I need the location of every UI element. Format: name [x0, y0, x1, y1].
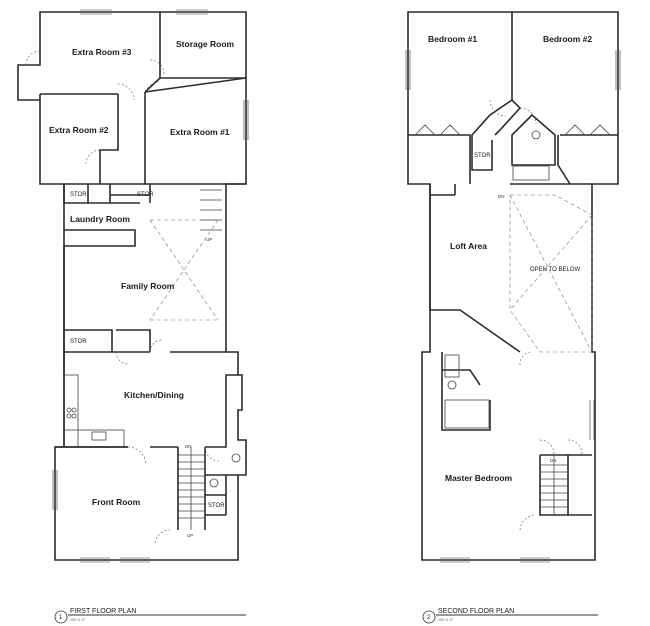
stor-label: STOR	[70, 339, 87, 345]
first-floor-outer-walls	[17, 11, 247, 561]
extra-room-3-label: Extra Room #3	[72, 47, 132, 57]
stor-label: STOR	[208, 503, 225, 509]
door-swing	[85, 149, 101, 165]
door-swing	[539, 439, 555, 455]
door-swing	[117, 83, 135, 101]
loft-area-label: Loft Area	[450, 241, 487, 251]
title-number-circle	[54, 610, 68, 624]
master-vanity	[444, 354, 460, 378]
stor-label: STOR	[70, 192, 87, 198]
bedroom-closets	[408, 134, 618, 185]
door-swing	[519, 514, 537, 531]
second-floor-outer-walls	[407, 11, 619, 561]
master-bathtub	[444, 399, 490, 429]
laundry-room-label: Laundry Room	[70, 214, 130, 224]
stair-down-mark: DN	[498, 194, 505, 199]
first-floor-title-block	[54, 610, 246, 624]
door-swing	[567, 439, 583, 455]
toilet	[209, 478, 219, 488]
stair-up-mark: UP	[206, 237, 212, 242]
door-swing	[115, 351, 129, 365]
door-swing	[25, 50, 41, 66]
first-floor-title-number: 1	[59, 615, 63, 621]
door-swing	[149, 59, 165, 75]
door-swing	[204, 446, 220, 462]
second-floor-title-number: 2	[427, 615, 431, 621]
loft-walls	[429, 183, 592, 353]
extra-room-2-label: Extra Room #2	[49, 125, 109, 135]
laundry-walls	[64, 183, 246, 247]
open-to-below-label: OPEN TO BELOW	[530, 267, 580, 273]
stove-burner	[66, 407, 72, 413]
extra-room-1-label: Extra Room #1	[170, 127, 230, 137]
half-bath-walls	[205, 474, 238, 516]
stor-closets	[63, 184, 151, 203]
stair-walls	[177, 447, 206, 530]
first-floor-title: FIRST FLOOR PLAN	[70, 608, 136, 615]
extra-room-1-walls	[144, 77, 247, 184]
stor-label: STOR	[137, 192, 154, 198]
stair-down-mark: DN	[185, 444, 192, 449]
open-to-below-outline	[509, 194, 593, 353]
front-room-label: Front Room	[92, 497, 141, 507]
sink-basin	[231, 453, 241, 463]
second-floor-scale: 1/8"=1'-0"	[438, 618, 454, 622]
second-floor-plan	[405, 11, 621, 563]
stove-burner	[71, 413, 77, 419]
extra-room-2-walls	[39, 94, 119, 184]
stove-burner	[66, 413, 72, 419]
hall-stor-walls	[471, 98, 522, 171]
door-swing	[154, 529, 171, 544]
family-room-label: Family Room	[121, 281, 175, 291]
kitchen-sink	[91, 431, 107, 441]
window	[405, 50, 621, 563]
stair-down-mark: DN	[550, 458, 557, 463]
stove-burner	[71, 407, 77, 413]
master-stair-treads	[540, 455, 568, 515]
door-swing	[489, 99, 507, 117]
stair-up-mark: UP	[187, 533, 193, 538]
first-floor-scale: 1/8"=1'-0"	[70, 618, 86, 622]
master-stair-walls	[539, 454, 592, 516]
title-number-circle	[422, 610, 436, 624]
door-swing	[127, 446, 147, 466]
door-swing	[519, 351, 533, 366]
stair-treads	[178, 447, 205, 530]
door-swing	[149, 339, 163, 353]
second-floor-title: SECOND FLOOR PLAN	[438, 608, 514, 615]
master-bedroom-label: Master Bedroom	[445, 473, 513, 483]
first-floor-plan	[17, 9, 249, 563]
kitchen-counter-bottom	[63, 429, 125, 448]
closet-doors	[414, 124, 611, 136]
bedroom-1-label: Bedroom #1	[428, 34, 477, 44]
master-bath-walls	[441, 352, 491, 431]
bedroom-2-label: Bedroom #2	[543, 34, 592, 44]
second-floor-title-block	[422, 610, 598, 624]
storage-room-label: Storage Room	[176, 39, 235, 49]
door-swing	[519, 107, 537, 125]
family-room-walls	[63, 246, 226, 353]
master-toilet	[447, 380, 457, 390]
stor-label: STOR	[474, 153, 491, 159]
window	[52, 9, 249, 563]
stair-open-lines	[149, 219, 219, 321]
kitchen-dining-label: Kitchen/Dining	[124, 390, 184, 400]
family-stair-treads	[200, 189, 222, 231]
door-swing	[144, 81, 160, 97]
upstairs-bath-walls	[511, 113, 556, 166]
toilet	[531, 130, 541, 140]
bathtub	[512, 165, 550, 181]
